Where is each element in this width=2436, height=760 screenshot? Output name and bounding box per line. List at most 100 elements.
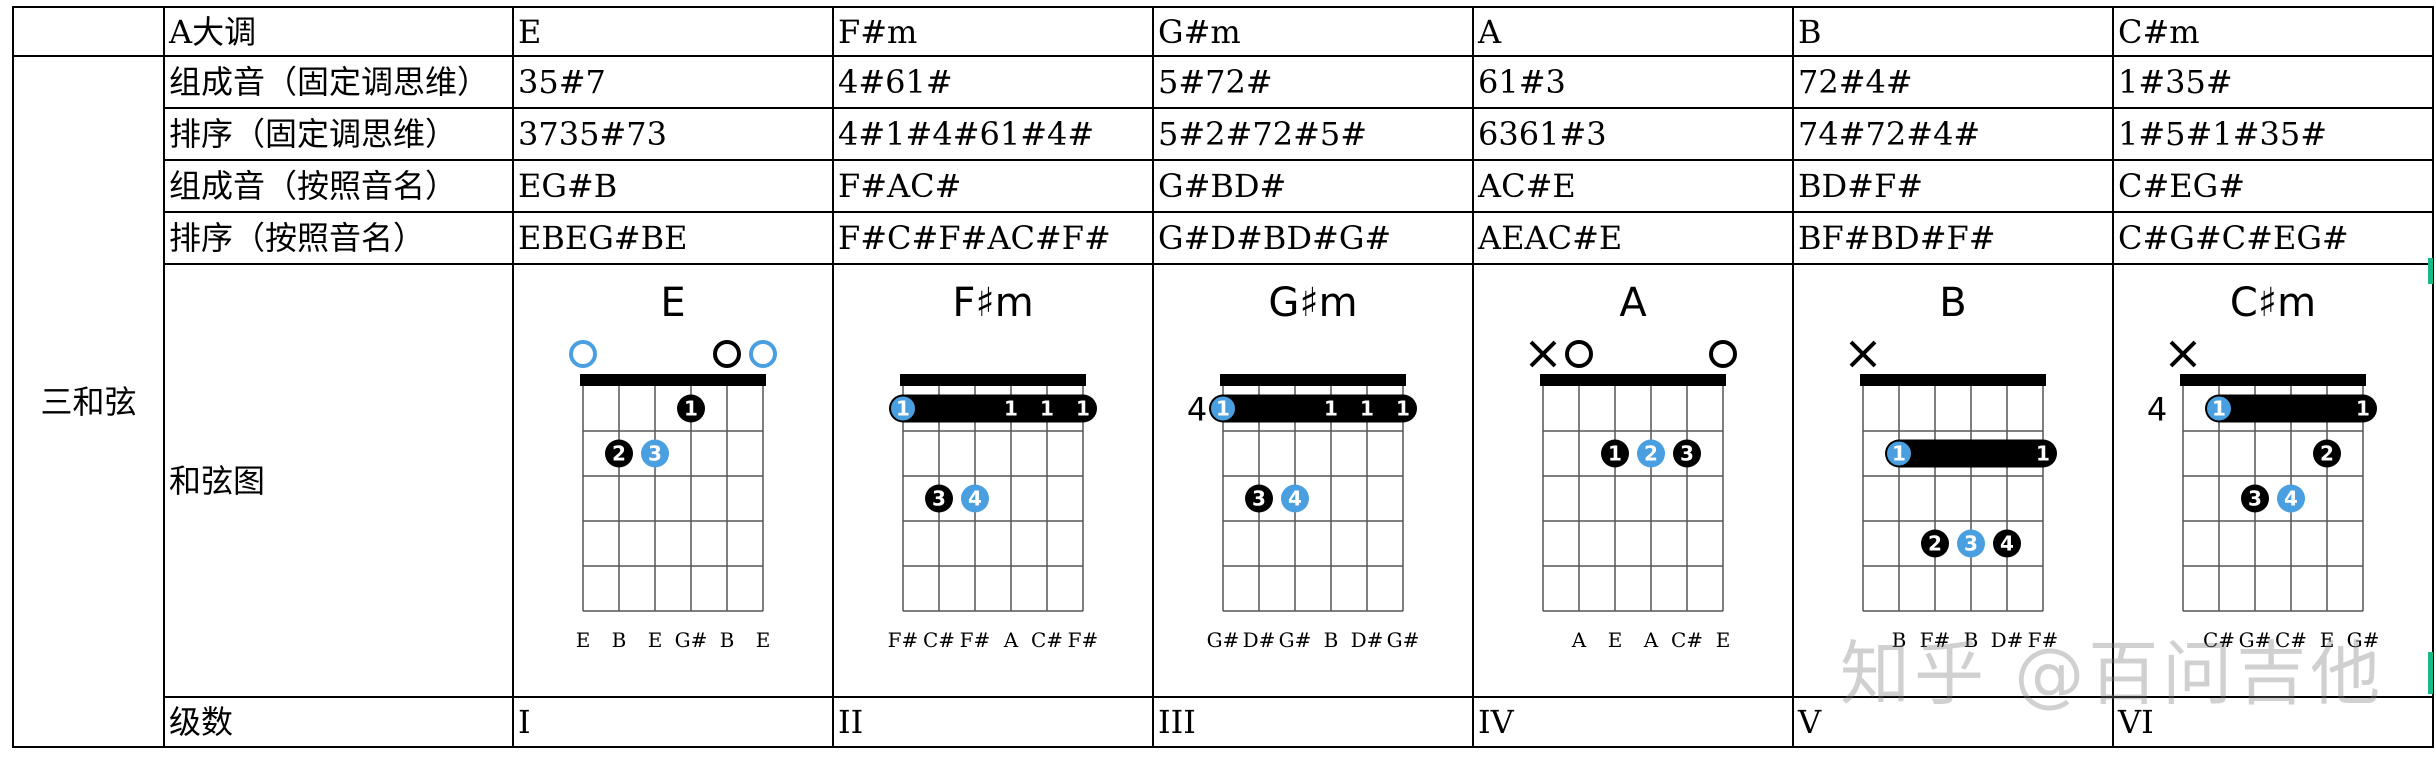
note-label: D# [1991,628,2024,652]
finger-dot [1957,529,1985,558]
finger-number: 1 [1396,397,1410,421]
note-label: B [720,628,735,652]
finger-dot [1601,439,1629,468]
table-cell: 61#3 [1472,55,1794,109]
chord-title: B [1939,280,1966,326]
note-label: C# [1031,628,1063,652]
nut-bar [1220,374,1406,386]
watermark: 知乎 @百问吉他 [1840,633,2385,715]
chord-name-cell: A [1472,6,1794,57]
degree-cell: II [832,696,1154,748]
note-label: C# [2203,628,2235,652]
table-cell: 35#7 [512,55,834,109]
note-label: A [1003,628,1019,652]
row-label: 级数 [163,696,514,748]
finger-number: 3 [932,487,946,511]
degree-cell: VI [2112,696,2434,748]
finger-number: 1 [1216,397,1230,421]
table-cell: BD#F# [1792,159,2114,213]
table-row: 组成音（按照音名） EG#B F#AC# G#BD# AC#E BD#F# C#… [13,159,2434,213]
table-cell: C#EG# [2112,159,2434,213]
finger-number: 1 [1076,397,1090,421]
finger-dot [961,484,989,513]
finger-number: 1 [2212,397,2226,421]
accent-mark [2428,258,2433,284]
table-cell: EG#B [512,159,834,213]
table-cell: 6361#3 [1472,107,1794,161]
note-label: F# [888,628,919,652]
header-row: A大调 E F#m G#m A B C#m [12,6,2434,57]
table-cell: G#BD# [1152,159,1474,213]
finger-number: 1 [896,397,910,421]
finger-dot [2207,396,2231,421]
note-label: G# [675,628,708,652]
finger-number: 1 [1040,397,1054,421]
note-label: G# [2347,628,2380,652]
note-label: A [1571,628,1587,652]
finger-number: 1 [1324,397,1338,421]
finger-dot [1993,529,2021,558]
degree-cell: III [1152,696,1474,748]
barre-bar [889,394,1097,423]
chord-title: F♯m [952,280,1033,326]
chord-table: A大调 E F#m G#m A B C#m 三和弦 组成音（固定调思维） 35#… [12,6,2434,748]
row-label: 组成音（固定调思维） [163,55,514,109]
degree-cell: IV [1472,696,1794,748]
degree-cell: I [512,696,834,748]
finger-number: 1 [1608,442,1622,466]
finger-dot [925,484,953,513]
table-cell: EBEG#BE [512,211,834,265]
row-label: 排序（按照音名） [163,211,514,265]
note-label: E [2320,628,2335,652]
muted-string-icon [2169,340,2197,368]
note-label: G# [1279,628,1312,652]
chord-title: E [660,280,685,326]
note-label: C# [1671,628,1703,652]
note-label: E [576,628,591,652]
finger-dot [1245,484,1273,513]
note-label: B [1892,628,1907,652]
note-label: G# [2239,628,2272,652]
note-label: F# [1920,628,1951,652]
row-label: 排序（固定调思维） [163,107,514,161]
finger-number: 2 [1928,532,1942,556]
finger-dot [1887,441,1911,466]
nut-bar [1860,374,2046,386]
open-string-icon [1565,340,1593,368]
finger-dot [641,439,669,468]
finger-dot [1673,439,1701,468]
note-label: D# [1351,628,1384,652]
table-cell: BF#BD#F# [1792,211,2114,265]
open-string-icon [749,340,777,368]
finger-dot [891,396,915,421]
finger-dot [1921,529,1949,558]
table-cell: AC#E [1472,159,1794,213]
nut-bar [580,374,766,386]
table-cell: 74#72#4# [1792,107,2114,161]
finger-number: 1 [1004,397,1018,421]
table-cell: 5#72# [1152,55,1474,109]
finger-dot [1211,396,1235,421]
barre-bar [2205,394,2377,423]
chord-title: G♯m [1268,280,1357,326]
finger-dot [2313,439,2341,468]
row-label: 组成音（按照音名） [163,159,514,213]
degree-cell: V [1792,696,2114,748]
note-label: F# [1068,628,1099,652]
finger-number: 2 [612,442,626,466]
note-label: E [756,628,771,652]
finger-number: 2 [1644,442,1658,466]
table-cell: C#G#C#EG# [2112,211,2434,265]
group-label: 三和弦 [12,55,165,748]
finger-number: 2 [2320,442,2334,466]
chord-name-cell: E [512,6,834,57]
nut-bar [1540,374,1726,386]
open-string-icon [1709,340,1737,368]
